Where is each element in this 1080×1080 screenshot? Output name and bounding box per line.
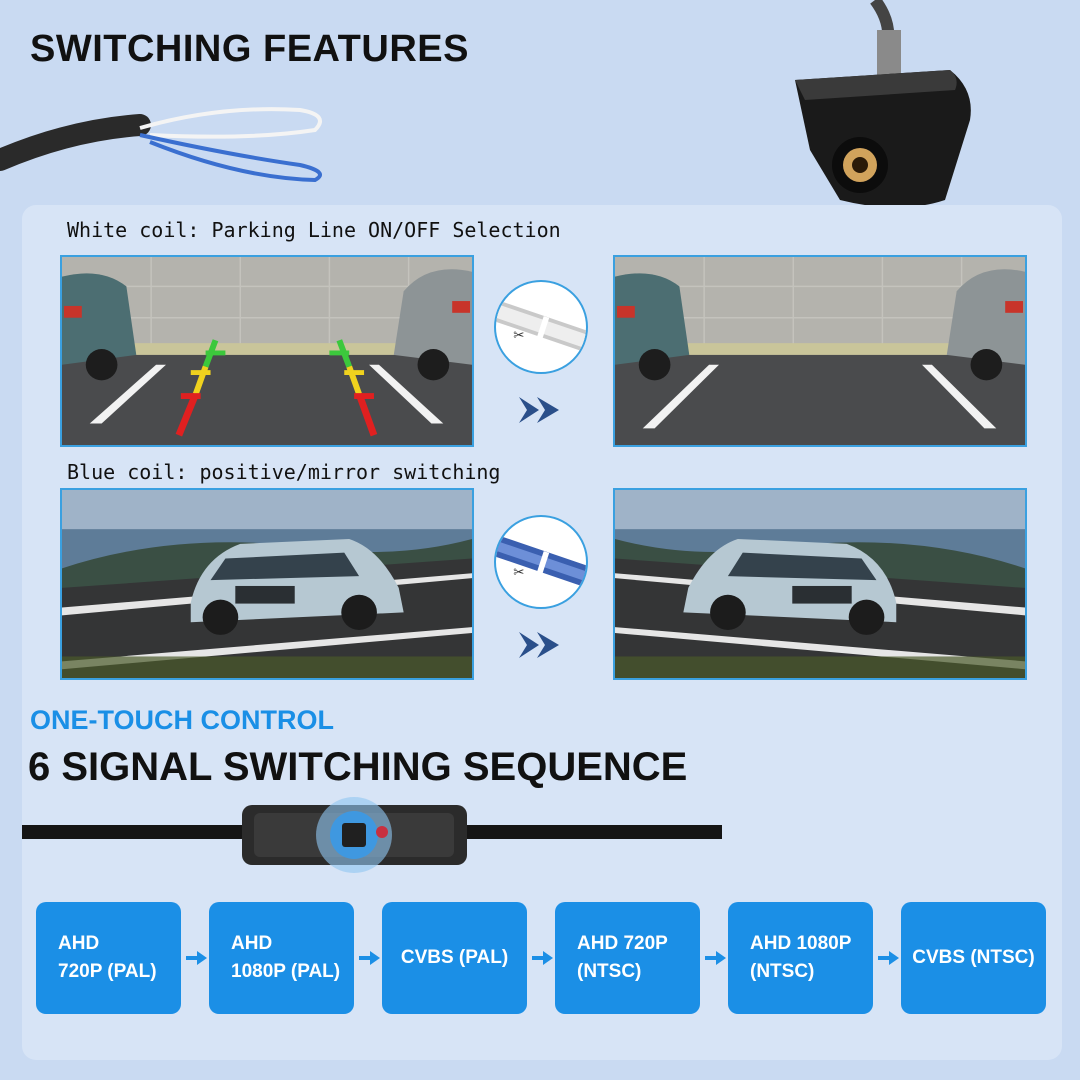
sequence-step-3: CVBS (PAL) [382,902,527,1014]
signal-switch-cable-illustration [22,797,722,873]
svg-text:✂: ✂ [513,565,524,580]
sequence-step-5: AHD 1080P (NTSC) [728,902,873,1014]
white-wire-cut-icon: ✂ [494,280,588,374]
sequence-step-6: CVBS (NTSC) [901,902,1046,1014]
sequence-step-1: AHD 720P (PAL) [36,902,181,1014]
parking-scene-lines-on [60,255,474,447]
chevron-right-icon [519,397,559,423]
sequence-step-4: AHD 720P (NTSC) [555,902,700,1014]
sequence-title: 6 SIGNAL SWITCHING SEQUENCE [28,745,688,789]
arrow-right-icon [705,951,726,965]
sequence-step-2: AHD 1080P (PAL) [209,902,354,1014]
coil-cable-illustration [0,107,322,183]
arrow-right-icon [186,951,207,965]
road-scene-mirrored [613,488,1027,680]
svg-text:✂: ✂ [513,328,524,343]
blue-wire-cut-icon: ✂ [494,515,588,609]
backup-camera-illustration [795,0,971,208]
arrow-right-icon [878,951,899,965]
arrow-right-icon [359,951,380,965]
one-touch-subtitle: ONE-TOUCH CONTROL [30,705,334,735]
white-coil-label: White coil: Parking Line ON/OFF Selectio… [67,218,561,242]
page-title: SWITCHING FEATURES [30,28,469,70]
chevron-right-icon [519,632,559,658]
parking-scene-lines-off [613,255,1027,447]
blue-coil-label: Blue coil: positive/mirror switching [67,460,501,484]
road-scene-normal [60,488,474,680]
arrow-right-icon [532,951,553,965]
